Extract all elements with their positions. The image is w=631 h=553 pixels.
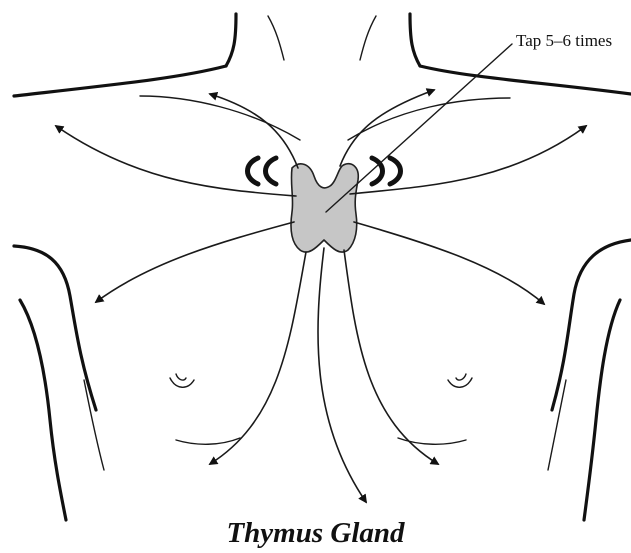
tap-annotation-label: Tap 5–6 times xyxy=(516,31,612,50)
right-armpit-line xyxy=(552,240,631,410)
neck-muscle-left xyxy=(268,16,284,60)
neck-muscle-right xyxy=(360,16,376,60)
left-armpit-line xyxy=(14,246,96,410)
right-tap-marks-icon xyxy=(372,158,401,184)
left-arm-line xyxy=(20,300,66,520)
flow-arrow-mid-left xyxy=(96,222,294,302)
right-arm-line xyxy=(584,300,620,520)
left-tap-marks-icon xyxy=(248,158,277,184)
pectoral-left xyxy=(176,438,240,444)
chest-details xyxy=(140,96,510,444)
lymph-flow-arrows xyxy=(56,90,586,502)
left-side-thin xyxy=(84,380,104,470)
thymus-gland xyxy=(291,164,358,252)
flow-arrow-far-right xyxy=(350,126,586,194)
flow-arrow-lower-left xyxy=(210,252,306,464)
left-shoulder-line xyxy=(14,66,226,96)
right-shoulder-line xyxy=(420,66,631,94)
neck-left-line xyxy=(226,14,236,66)
figure-caption: Thymus Gland xyxy=(0,515,631,551)
clavicle-left xyxy=(140,96,300,140)
left-nipple xyxy=(170,374,194,387)
flow-arrow-bottom-center xyxy=(318,248,366,502)
flow-arrow-lower-right xyxy=(344,250,438,464)
right-nipple xyxy=(448,374,472,387)
neck-right-line xyxy=(410,14,420,66)
flow-arrow-mid-right xyxy=(354,222,544,304)
